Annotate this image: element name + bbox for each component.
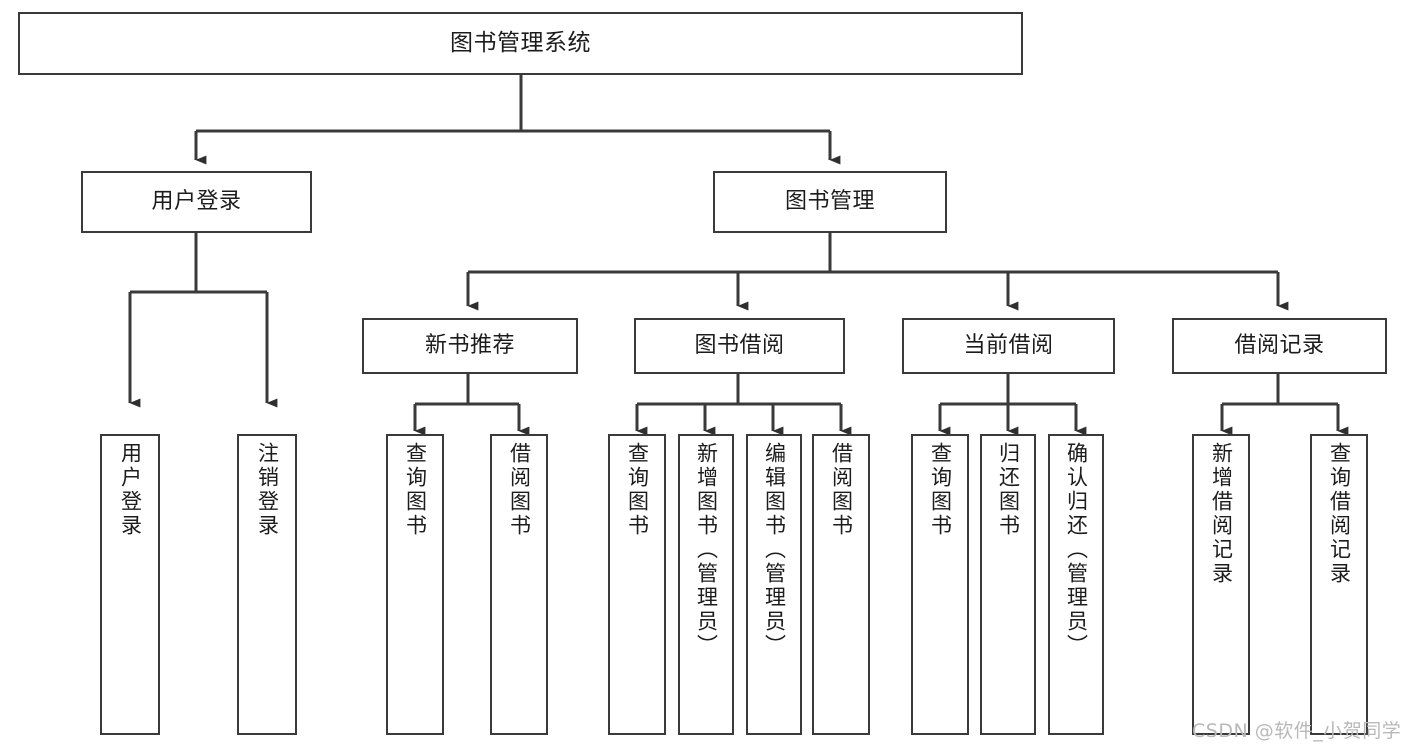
node-leaf-borrow-book-2-label: 借阅图书 <box>829 442 854 538</box>
node-leaf-return-book[interactable]: 归还图书 <box>980 434 1036 735</box>
node-leaf-add-record-label: 新增借阅记录 <box>1209 442 1234 586</box>
node-leaf-user-login[interactable]: 用户登录 <box>100 434 160 735</box>
csdn-watermark: CSDN @软件_小贺同学 <box>1192 720 1402 742</box>
node-leaf-logout-label: 注销登录 <box>255 442 280 538</box>
node-book-manage[interactable]: 图书管理 <box>713 171 947 233</box>
node-leaf-borrow-book-2[interactable]: 借阅图书 <box>812 434 870 735</box>
node-leaf-query-book-3[interactable]: 查询图书 <box>911 434 969 735</box>
node-new-book-recommend-label: 新书推荐 <box>424 333 515 359</box>
node-user-login[interactable]: 用户登录 <box>81 171 312 233</box>
node-book-borrow[interactable]: 图书借阅 <box>634 318 845 374</box>
node-book-manage-label: 图书管理 <box>784 189 875 215</box>
node-leaf-user-login-label: 用户登录 <box>118 442 143 538</box>
node-book-borrow-label: 图书借阅 <box>694 333 785 359</box>
node-leaf-query-book-1[interactable]: 查询图书 <box>386 434 444 735</box>
node-leaf-add-record[interactable]: 新增借阅记录 <box>1192 434 1250 735</box>
node-leaf-borrow-book-1[interactable]: 借阅图书 <box>490 434 548 735</box>
node-leaf-query-book-1-label: 查询图书 <box>403 442 428 538</box>
node-leaf-query-book-2-label: 查询图书 <box>625 442 650 538</box>
node-borrow-record-label: 借阅记录 <box>1234 333 1325 359</box>
node-new-book-recommend[interactable]: 新书推荐 <box>362 318 578 374</box>
node-leaf-query-book-2[interactable]: 查询图书 <box>608 434 666 735</box>
node-leaf-query-record-label: 查询借阅记录 <box>1327 442 1352 586</box>
node-leaf-query-book-3-label: 查询图书 <box>928 442 953 538</box>
node-user-login-label: 用户登录 <box>151 189 242 215</box>
node-root[interactable]: 图书管理系统 <box>18 12 1023 75</box>
node-leaf-edit-book-label: 编辑图书（管理员） <box>762 442 787 658</box>
node-leaf-add-book[interactable]: 新增图书（管理员） <box>678 434 734 735</box>
node-current-borrow-label: 当前借阅 <box>963 333 1054 359</box>
node-root-label: 图书管理系统 <box>450 29 591 56</box>
node-leaf-edit-book[interactable]: 编辑图书（管理员） <box>746 434 802 735</box>
node-leaf-confirm-return[interactable]: 确认归还（管理员） <box>1048 434 1104 735</box>
node-leaf-logout[interactable]: 注销登录 <box>237 434 297 735</box>
node-leaf-confirm-return-label: 确认归还（管理员） <box>1064 442 1089 658</box>
node-borrow-record[interactable]: 借阅记录 <box>1172 318 1387 374</box>
node-current-borrow[interactable]: 当前借阅 <box>902 318 1115 374</box>
node-leaf-return-book-label: 归还图书 <box>996 442 1021 538</box>
node-leaf-add-book-label: 新增图书（管理员） <box>694 442 719 658</box>
node-leaf-query-record[interactable]: 查询借阅记录 <box>1310 434 1368 735</box>
node-leaf-borrow-book-1-label: 借阅图书 <box>507 442 532 538</box>
